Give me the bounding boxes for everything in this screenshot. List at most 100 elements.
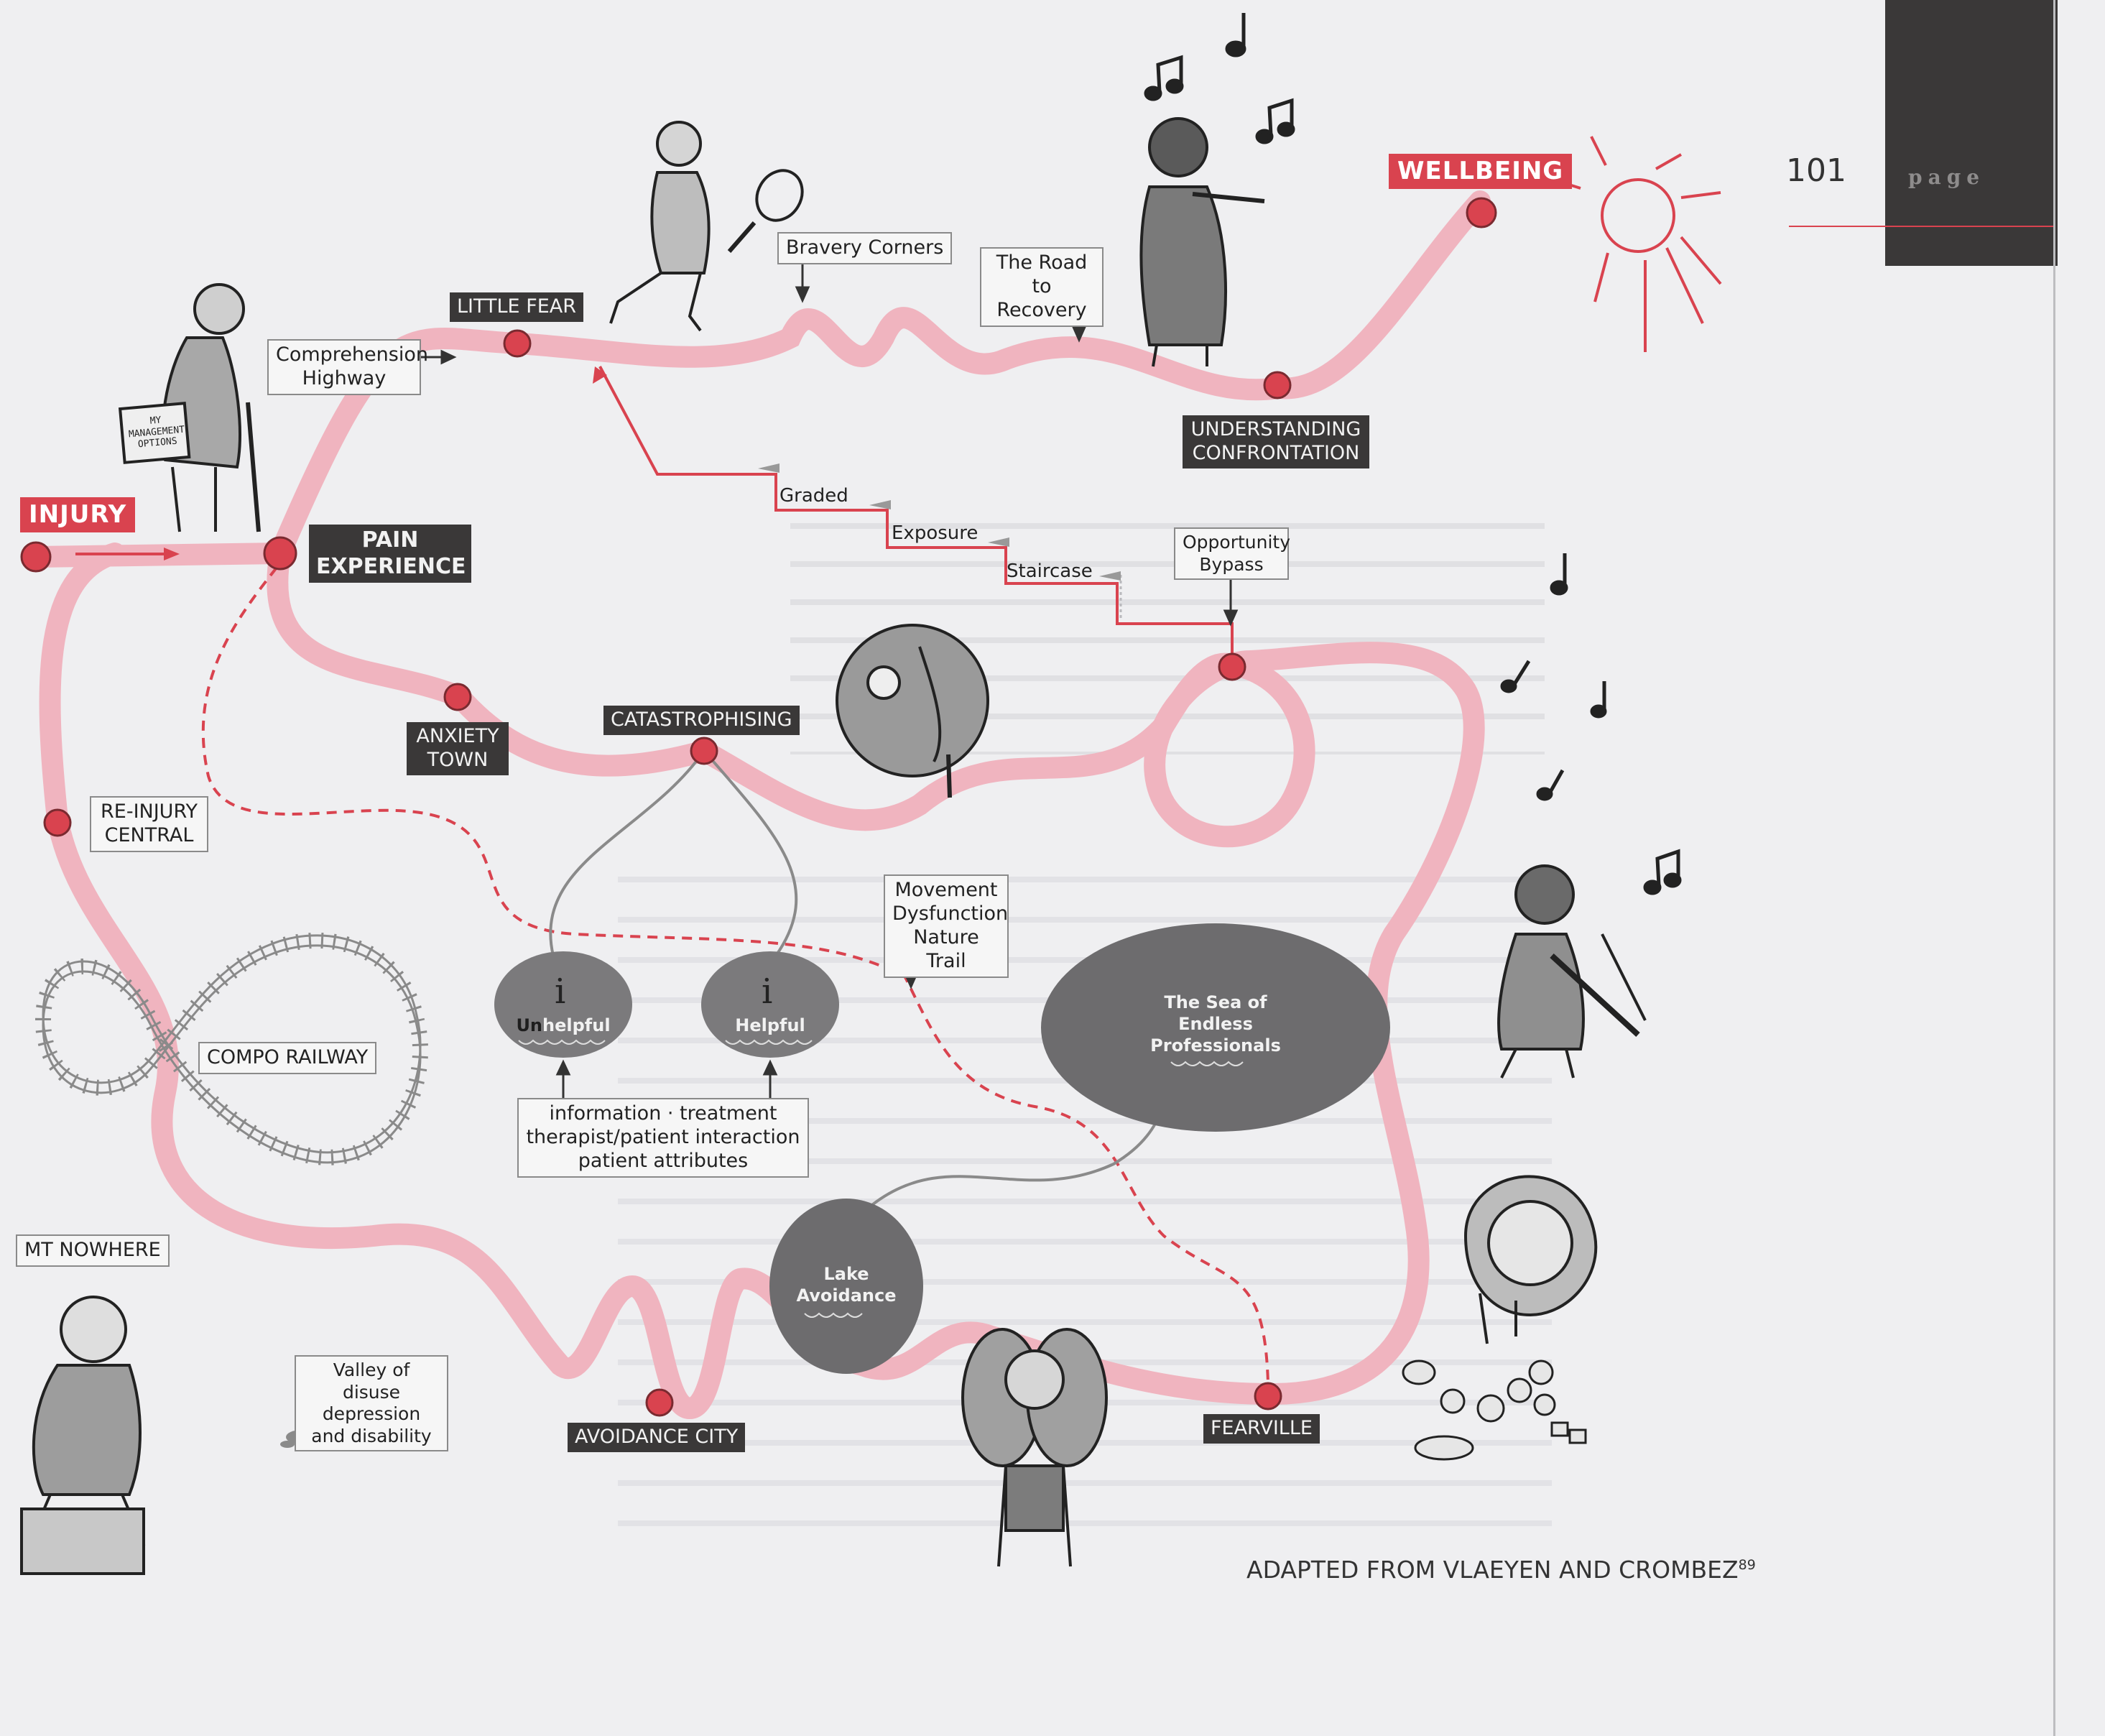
node-catastrophising (690, 737, 718, 765)
info-icon: i (762, 971, 773, 1012)
label-avoidance-city: AVOIDANCE CITY (568, 1423, 746, 1452)
road-main (25, 190, 1491, 568)
figure-woman-thinking-illustration (1463, 1175, 1598, 1344)
sign-bravery-corners: Bravery Corners (777, 232, 953, 264)
info-box: information · treatment therapist/patien… (517, 1098, 809, 1178)
lake-text: Lake Avoidance (796, 1264, 897, 1306)
dashed-path (201, 566, 1269, 1384)
page-number-rule (1789, 226, 2055, 227)
sign-opportunity-bypass: Opportunity Bypass (1174, 527, 1291, 580)
label-wellbeing: WELLBEING (1389, 154, 1573, 190)
node-wellbeing (1466, 197, 1497, 228)
label-catastrophising: CATASTROPHISING (603, 706, 800, 735)
connector-unhelpful (549, 749, 705, 956)
step-graded: Graded (779, 485, 848, 507)
pain-experience-text: PAIN EXPERIENCE (316, 527, 466, 579)
understanding-confrontation-text: UNDERSTANDING CONFRONTATION (1190, 418, 1361, 464)
credit-footnote: 89 (1738, 1557, 1756, 1573)
unhelpful-prefix: Un (516, 1015, 543, 1035)
sign-valley: Valley of disuse depression and disabili… (295, 1355, 448, 1451)
label-mt-nowhere: MT NOWHERE (16, 1234, 170, 1267)
music-note-icon (1144, 13, 1682, 895)
figure-violinist-illustration (1139, 117, 1265, 367)
sea-label: The Sea of Endless Professionals (1142, 992, 1289, 1056)
movement-trail-text: Movement Dysfunction Nature Trail (892, 879, 1009, 972)
opportunity-bypass-text: Opportunity Bypass (1183, 532, 1291, 575)
label-injury: INJURY (20, 497, 136, 533)
helpful-label: Helpful (735, 1015, 805, 1035)
info-oval-unhelpful (494, 951, 632, 1058)
lake-label: Lake Avoidance (789, 1263, 904, 1306)
info-icon: i (555, 971, 566, 1012)
figure-crying-face-illustration (836, 624, 989, 798)
connector-helpful (703, 749, 798, 957)
step-staircase: Staircase (1007, 560, 1093, 582)
figure-seated-man-illustration (20, 1296, 146, 1575)
label-pain-experience: PAIN EXPERIENCE (309, 525, 471, 583)
road-to-recovery-text: The Road to Recovery (996, 251, 1088, 321)
node-pain (263, 536, 297, 571)
info-box-line1: information · treatment (549, 1102, 777, 1125)
page-edge (2053, 0, 2055, 1736)
unhelpful-rest: helpful (542, 1015, 611, 1035)
label-understanding-confrontation: UNDERSTANDING CONFRONTATION (1183, 415, 1369, 468)
step-flag-icon (1099, 571, 1121, 581)
connector-lake-sea (868, 1106, 1165, 1209)
info-box-line3: patient attributes (578, 1149, 749, 1172)
node-anxiety (443, 683, 472, 711)
credit: ADAPTED FROM VLAEYEN AND CROMBEZ89 (1246, 1556, 1756, 1584)
wave-icon (725, 1039, 813, 1045)
graded-exposure-staircase (598, 366, 1234, 665)
sign-road-to-recovery: The Road to Recovery (980, 247, 1104, 327)
step-flag-icon (758, 463, 779, 473)
sign-movement-trail: Movement Dysfunction Nature Trail (884, 874, 1009, 978)
wave-icon (1170, 1061, 1244, 1066)
step-flag-icon (869, 500, 891, 509)
bag-handwriting: MY MANAGEMENT OPTIONS (128, 415, 185, 451)
page-tab-text: page (1908, 165, 1986, 189)
info-box-line2: therapist/patient interaction (526, 1125, 800, 1148)
page-number: 101 (1786, 152, 1846, 189)
wave-icon (518, 1039, 606, 1045)
node-understanding (1263, 371, 1292, 400)
label-re-injury-central: RE-INJURY CENTRAL (90, 796, 208, 852)
wave-icon (804, 1312, 863, 1318)
road-left (39, 542, 1282, 1420)
staircase-arrowhead (593, 366, 607, 384)
node-opportunity (1218, 652, 1246, 681)
valley-text: Valley of disuse depression and disabili… (311, 1359, 432, 1446)
node-fearville (1254, 1382, 1282, 1410)
step-flag-icon (988, 537, 1009, 547)
sea-text: The Sea of Endless Professionals (1150, 992, 1281, 1056)
sign-comprehension-highway: Comprehension Highway (267, 339, 428, 395)
figure-tennis-player-illustration (609, 121, 804, 332)
sea-of-professionals (1041, 923, 1390, 1132)
node-avoidance (645, 1388, 674, 1417)
figure-cymbals-illustration (961, 1328, 1108, 1567)
node-little-fear (503, 329, 532, 358)
page-tab: page (1885, 0, 2058, 266)
step-exposure: Exposure (892, 522, 979, 544)
comprehension-highway-text: Comprehension Highway (276, 343, 428, 389)
road-anxiety (267, 542, 1243, 831)
anxiety-town-text: ANXIETY TOWN (416, 725, 499, 771)
info-oval-helpful (701, 951, 839, 1058)
re-injury-central-text: RE-INJURY CENTRAL (101, 800, 198, 846)
node-reinjury (43, 808, 72, 837)
node-injury (20, 541, 52, 573)
label-little-fear: LITTLE FEAR (450, 292, 584, 322)
credit-text: ADAPTED FROM VLAEYEN AND CROMBEZ (1246, 1556, 1739, 1584)
pills-illustration (1402, 1359, 1587, 1461)
compo-railway-track (34, 932, 429, 1165)
lake-avoidance (769, 1199, 923, 1374)
road-loop (1144, 642, 1485, 1405)
label-anxiety-town: ANXIETY TOWN (407, 722, 509, 775)
label-fearville: FEARVILLE (1203, 1414, 1320, 1444)
label-compo-railway: COMPO RAILWAY (198, 1042, 377, 1074)
unhelpful-label: Unhelpful (514, 1015, 612, 1036)
figure-cellist-illustration (1497, 864, 1647, 1079)
figure-elderly-woman-illustration (118, 283, 261, 532)
injury-arrowhead (164, 548, 180, 560)
